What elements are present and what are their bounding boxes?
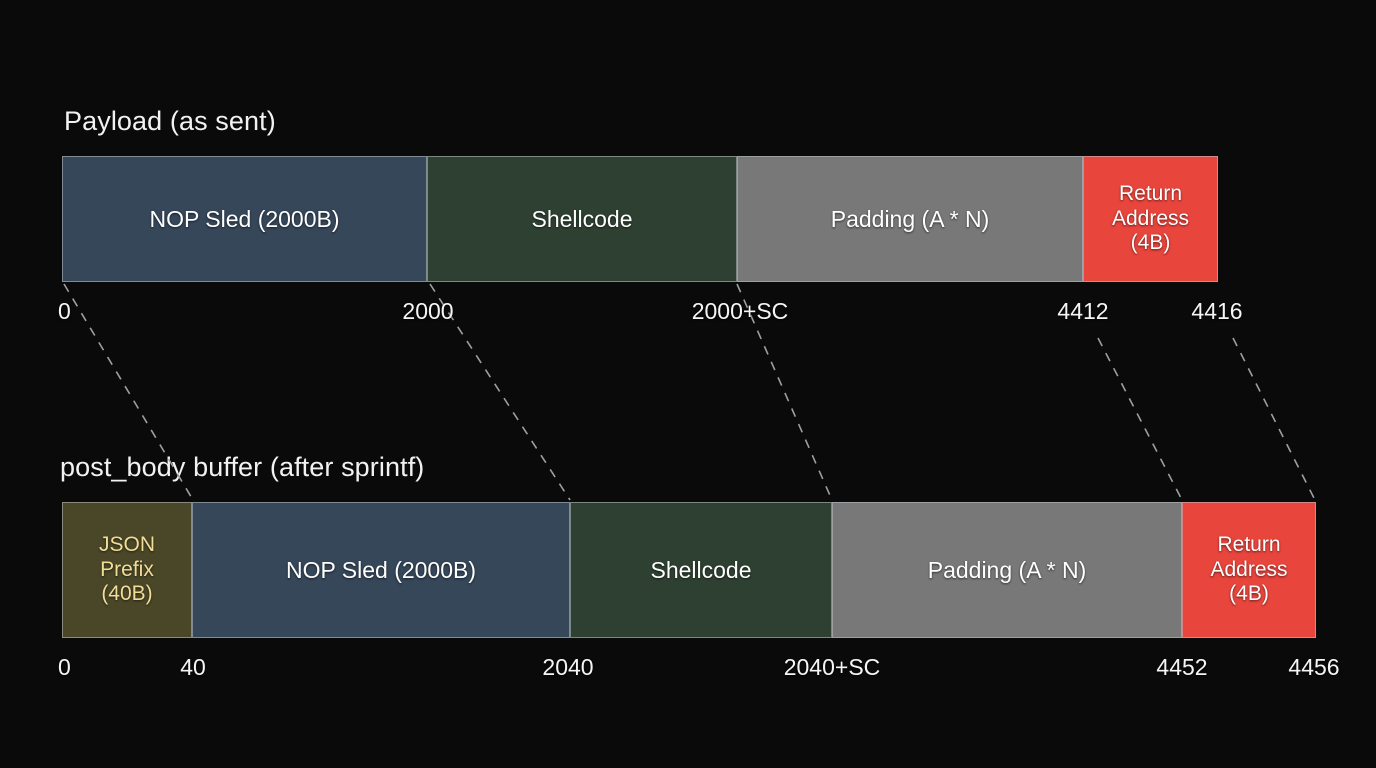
tick-label-post_body-0: 0 bbox=[58, 654, 71, 680]
post-body-bar: JSON Prefix (40B) NOP Sled (2000B) Shellco… bbox=[62, 502, 1316, 638]
connector-4416-to-4456 bbox=[1232, 337, 1316, 501]
tick-label-post_body-3: 2040+SC bbox=[783, 654, 881, 680]
tick-label-post_body-5: 4456 bbox=[1288, 654, 1340, 680]
tick-label-payload-2: 2000+SC bbox=[691, 298, 789, 324]
segment-label: Shellcode bbox=[531, 205, 633, 232]
segment-label: Padding (A * N) bbox=[927, 556, 1087, 583]
segment-payload-nop-sled: NOP Sled (2000B) bbox=[62, 156, 427, 282]
post-body-row-title: post_body buffer (after sprintf) bbox=[60, 452, 425, 482]
tick-label-payload-0: 0 bbox=[58, 298, 71, 324]
tick-label-payload-3: 4412 bbox=[1057, 298, 1109, 324]
segment-post_body-padding: Padding (A * N) bbox=[832, 502, 1182, 638]
segment-label: NOP Sled (2000B) bbox=[149, 205, 340, 232]
tick-label-post_body-4: 4452 bbox=[1156, 654, 1208, 680]
tick-label-post_body-1: 40 bbox=[180, 654, 206, 680]
segment-post_body-json-prefix: JSON Prefix (40B) bbox=[62, 502, 192, 638]
connector-4412-to-4452 bbox=[1097, 337, 1183, 501]
segment-payload-padding: Padding (A * N) bbox=[737, 156, 1083, 282]
segment-label: NOP Sled (2000B) bbox=[285, 556, 477, 583]
segment-post_body-return-address: Return Address (4B) bbox=[1182, 502, 1316, 638]
payload-row-title: Payload (as sent) bbox=[64, 106, 276, 136]
payload-bar: NOP Sled (2000B) Shellcode Padding (A * N)… bbox=[62, 156, 1218, 282]
tick-label-post_body-2: 2040 bbox=[542, 654, 594, 680]
segment-post_body-nop-sled: NOP Sled (2000B) bbox=[192, 502, 570, 638]
segment-label: JSON Prefix (40B) bbox=[98, 533, 155, 606]
segment-label: Padding (A * N) bbox=[830, 205, 990, 232]
segment-label: Return Address (4B) bbox=[1111, 182, 1190, 255]
tick-label-payload-4: 4416 bbox=[1191, 298, 1243, 324]
segment-payload-return-address: Return Address (4B) bbox=[1083, 156, 1218, 282]
segment-label: Shellcode bbox=[650, 556, 752, 583]
tick-label-payload-1: 2000 bbox=[402, 298, 454, 324]
segment-post_body-shellcode: Shellcode bbox=[570, 502, 832, 638]
segment-payload-shellcode: Shellcode bbox=[427, 156, 737, 282]
segment-label: Return Address (4B) bbox=[1210, 533, 1288, 606]
